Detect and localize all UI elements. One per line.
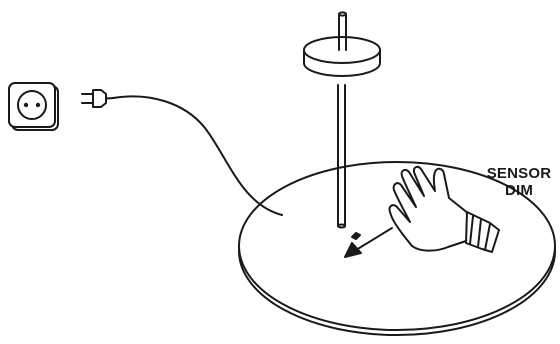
power-plug-icon bbox=[81, 89, 115, 108]
lamp-top-pin bbox=[338, 11, 347, 51]
lamp-pole bbox=[337, 84, 346, 229]
sensor-marker bbox=[351, 232, 361, 240]
lamp-base bbox=[238, 161, 556, 336]
wall-socket-icon bbox=[8, 82, 59, 131]
lamp-head bbox=[303, 36, 381, 77]
hand-gesture-icon bbox=[388, 165, 500, 253]
power-cord bbox=[112, 95, 283, 216]
dim-label: DIM bbox=[504, 182, 534, 199]
sensor-label: SENSOR bbox=[486, 165, 552, 182]
motion-arrow-icon bbox=[344, 227, 393, 258]
